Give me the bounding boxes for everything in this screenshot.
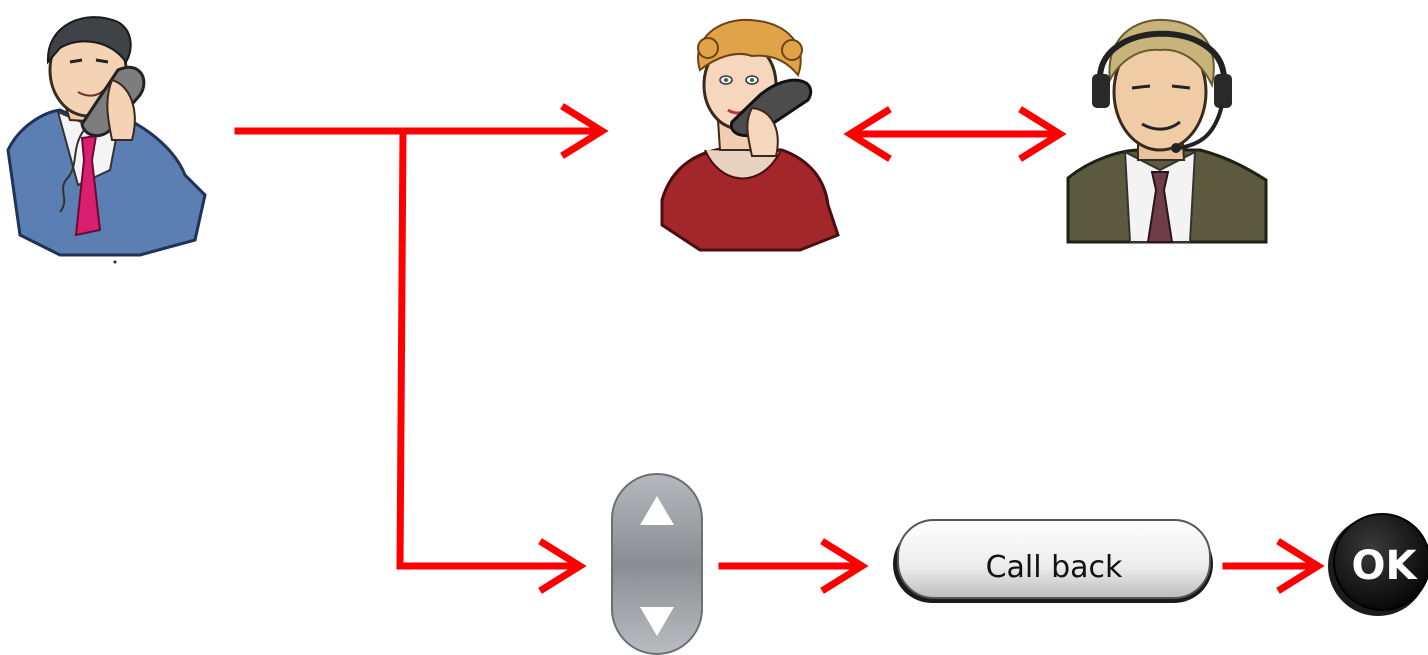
headset-agent-icon xyxy=(1068,20,1266,242)
woman-on-phone-icon xyxy=(662,20,838,250)
businessman-on-phone-icon xyxy=(8,17,205,263)
call-back-button[interactable]: Call back xyxy=(893,520,1213,603)
ok-button[interactable]: OK xyxy=(1328,514,1428,616)
ok-label: OK xyxy=(1352,543,1419,589)
call-back-label: Call back xyxy=(986,550,1123,585)
connector-branch-down xyxy=(400,131,403,566)
up-down-scroll-key-icon[interactable] xyxy=(612,474,702,654)
